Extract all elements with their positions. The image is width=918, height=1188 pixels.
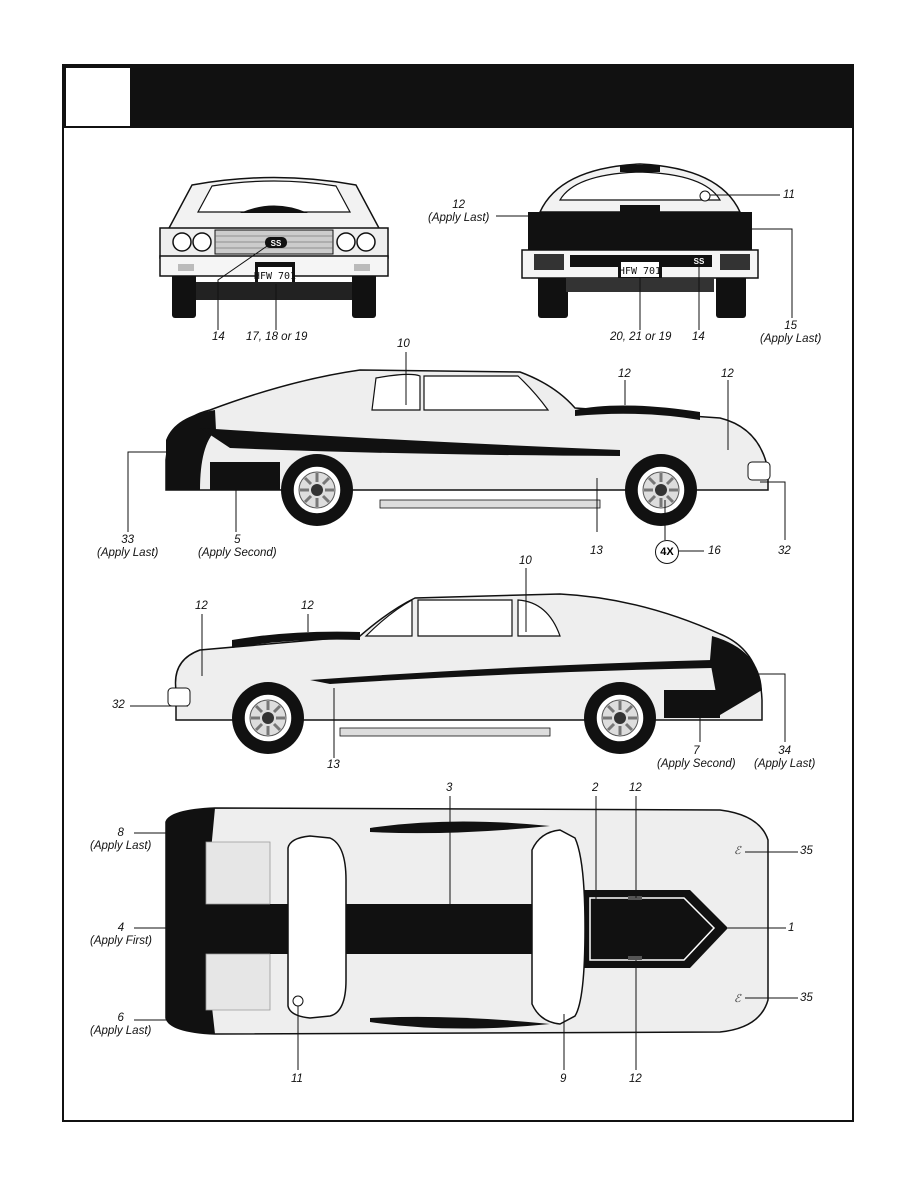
callout-note: (Apply Second) — [198, 547, 277, 559]
callout-number: 2 — [592, 782, 599, 794]
callout-top-3: 3 — [446, 782, 452, 795]
instruction-frame — [62, 64, 854, 1122]
callout-number: 32 — [778, 545, 791, 557]
callout-note: (Apply Last) — [760, 333, 822, 345]
callout-note: (Apply First) — [90, 935, 152, 947]
header-bar — [64, 66, 852, 128]
callout-top-1: 1 — [788, 922, 794, 935]
callout-note: (Apply Last) — [90, 1025, 152, 1037]
callout-number: 17, 18 or 19 — [246, 331, 308, 343]
callout-note: (Apply Last) — [428, 212, 490, 224]
callout-rear-15: 15 (Apply Last) — [760, 320, 821, 346]
callout-note: (Apply Second) — [657, 758, 736, 770]
callout-top-12a: 12 — [629, 782, 642, 795]
callout-top-35b: 35 — [800, 992, 813, 1005]
quantity-badge: 4X — [655, 540, 679, 564]
callout-ls-12a: 12 — [618, 368, 631, 381]
callout-number: 35 — [800, 845, 813, 857]
callout-number: 12 — [195, 600, 208, 612]
svg-text:ℰ: ℰ — [734, 845, 742, 857]
callout-number: 12 — [629, 782, 642, 794]
callout-ls-12b: 12 — [721, 368, 734, 381]
callout-top-11: 11 — [291, 1073, 303, 1086]
callout-number: 13 — [327, 759, 340, 771]
callout-top-6: 6 (Apply Last) — [90, 1012, 151, 1038]
callout-number: 32 — [112, 699, 125, 711]
callout-number: 9 — [560, 1073, 567, 1085]
callout-top-9: 9 — [560, 1073, 566, 1086]
callout-rear-12: 12 (Apply Last) — [428, 199, 489, 225]
callout-front-plate: 17, 18 or 19 — [246, 331, 307, 344]
front-ss-badge: SS — [271, 239, 282, 248]
callout-number: 12 — [452, 199, 466, 211]
callout-top-12b: 12 — [629, 1073, 642, 1086]
callout-top-35a: 35 — [800, 845, 813, 858]
callout-rs-12b: 12 — [301, 600, 314, 613]
callout-rs-32: 32 — [112, 699, 125, 712]
callout-rs-34: 34 (Apply Last) — [754, 745, 815, 771]
front-view: SS HFW 701 — [159, 176, 389, 330]
callout-top-8: 8 (Apply Last) — [90, 827, 151, 853]
callout-number: 11 — [783, 189, 795, 201]
callout-ls-5: 5 (Apply Second) — [198, 534, 277, 560]
right-side-view — [130, 568, 786, 758]
callout-rs-10: 10 — [519, 555, 532, 568]
callout-top-2: 2 — [592, 782, 598, 795]
callout-number: 5 — [234, 534, 241, 546]
callout-number: 12 — [629, 1073, 642, 1085]
callout-rs-12a: 12 — [195, 600, 208, 613]
svg-text:ℰ: ℰ — [734, 993, 742, 1005]
callout-number: 8 — [117, 827, 124, 839]
callout-ls-13: 13 — [590, 545, 603, 558]
callout-number: 11 — [291, 1073, 303, 1085]
callout-number: 35 — [800, 992, 813, 1004]
callout-ls-33: 33 (Apply Last) — [97, 534, 158, 560]
callout-number: 15 — [784, 320, 798, 332]
callout-number: 14 — [692, 331, 705, 343]
callout-ls-32: 32 — [778, 545, 791, 558]
callout-rear-11: 11 — [783, 189, 795, 202]
callout-number: 16 — [708, 545, 721, 557]
callout-number: 33 — [121, 534, 135, 546]
rear-plate-text: HFW 701 — [619, 266, 661, 277]
step-number-box — [66, 68, 132, 126]
callout-number: 12 — [721, 368, 734, 380]
callout-note: (Apply Last) — [90, 840, 152, 852]
top-view: ℰ ℰ — [134, 796, 798, 1070]
callout-number: 6 — [117, 1012, 124, 1024]
callout-number: 14 — [212, 331, 225, 343]
callout-number: 7 — [693, 745, 700, 757]
callout-number: 1 — [788, 922, 795, 934]
callout-number: 12 — [618, 368, 631, 380]
callout-front-14: 14 — [212, 331, 225, 344]
callout-rear-14: 14 — [692, 331, 705, 344]
callout-top-4: 4 (Apply First) — [90, 922, 152, 948]
callout-note: (Apply Last) — [97, 547, 159, 559]
callout-rear-plate: 20, 21 or 19 — [610, 331, 671, 344]
callout-number: 20, 21 or 19 — [610, 331, 672, 343]
callout-number: 12 — [301, 600, 314, 612]
rear-ss-badge: SS — [694, 257, 705, 266]
callout-number: 4 — [117, 922, 125, 934]
callout-number: 34 — [778, 745, 792, 757]
callout-ls-10: 10 — [397, 338, 410, 351]
left-side-view — [127, 352, 786, 552]
callout-rs-13: 13 — [327, 759, 340, 772]
callout-note: (Apply Last) — [754, 758, 816, 770]
rear-view: SS HFW 701 — [496, 163, 793, 330]
callout-number: 10 — [397, 338, 410, 350]
callout-ls-16: 16 — [708, 545, 721, 558]
front-plate-text: HFW 701 — [254, 271, 296, 282]
callout-rs-7: 7 (Apply Second) — [657, 745, 736, 771]
callout-number: 3 — [446, 782, 453, 794]
callout-number: 13 — [590, 545, 603, 557]
callout-number: 10 — [519, 555, 532, 567]
